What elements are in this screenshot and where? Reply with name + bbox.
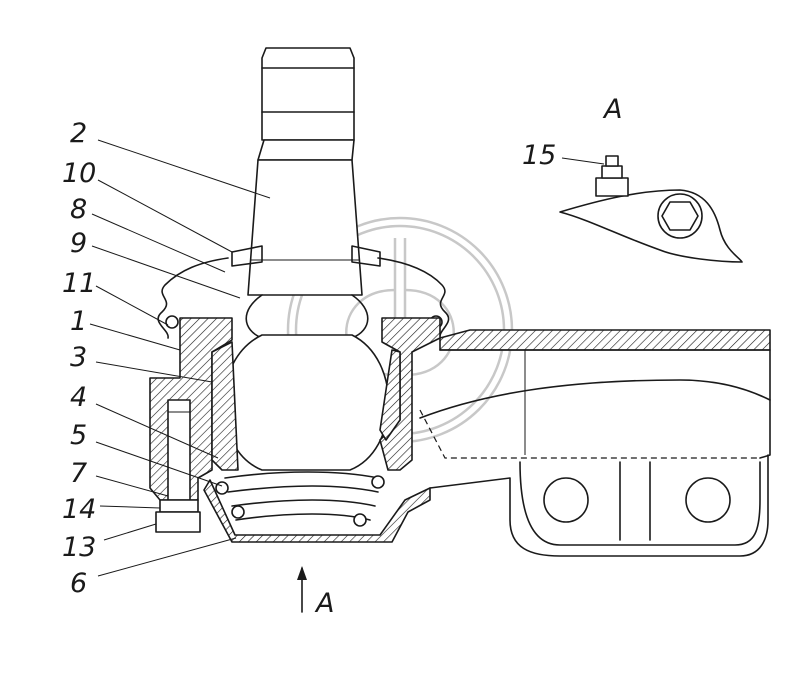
callout-1: 1 (70, 306, 87, 337)
bolt (155, 399, 201, 533)
callout-3: 3 (70, 342, 87, 373)
leader-lines (89, 139, 605, 577)
callout-2: 2 (70, 118, 87, 149)
callout-15: 15 (522, 140, 556, 171)
dust-boot (157, 257, 450, 339)
spring-cover (203, 479, 431, 543)
callout-14: 14 (62, 494, 96, 525)
callout-4: 4 (70, 382, 87, 413)
view-arrow (297, 566, 307, 613)
ball (223, 334, 390, 471)
view-label: A (602, 94, 622, 125)
tie-rod-arm (419, 329, 771, 557)
callout-9: 9 (70, 228, 87, 259)
callout-8: 8 (70, 194, 87, 225)
callout-11: 11 (62, 268, 96, 299)
liner (211, 341, 239, 471)
spring (215, 471, 385, 527)
callout-7: 7 (70, 458, 87, 489)
callout-5: 5 (70, 420, 87, 451)
housing-right (379, 317, 441, 471)
arrow-label: A (314, 588, 334, 619)
ball-pin (245, 47, 369, 339)
callout-6: 6 (70, 568, 87, 599)
view-a-inset (559, 155, 743, 263)
callout-10: 10 (62, 158, 96, 189)
callout-13: 13 (62, 532, 96, 563)
